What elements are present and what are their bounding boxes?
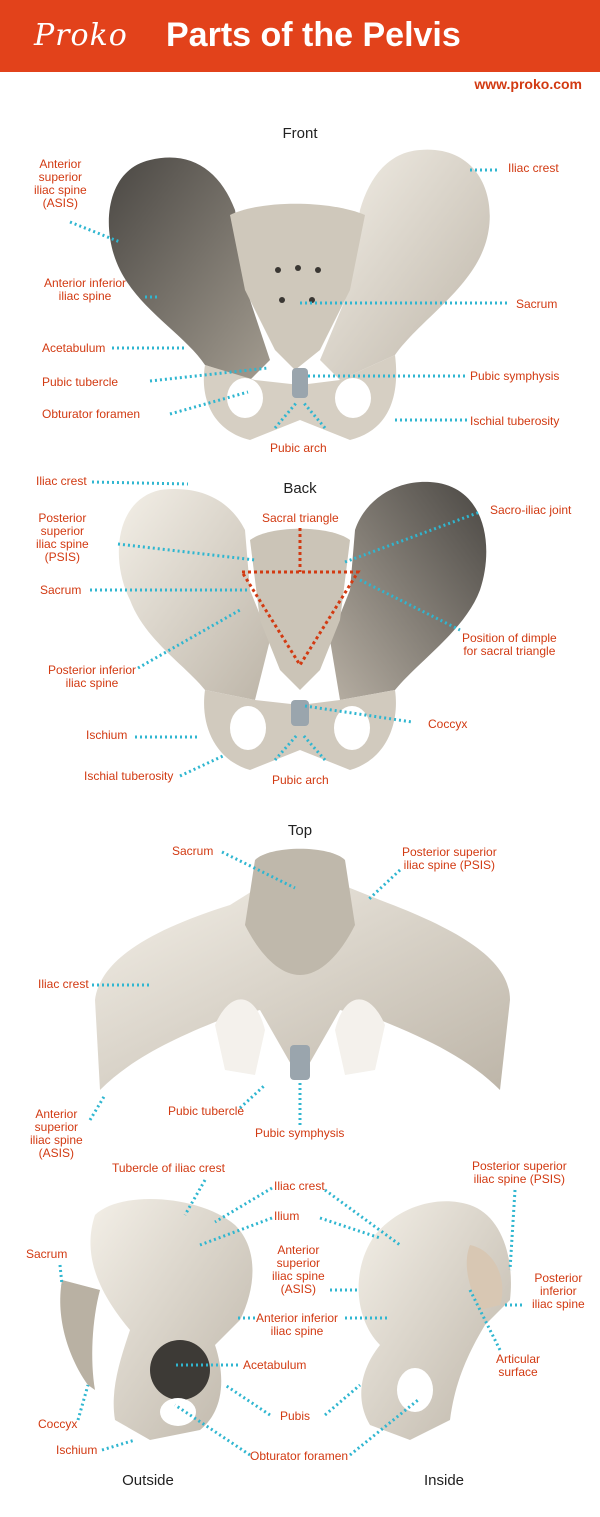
front-label-aiis: Anterior inferior iliac spine [44, 276, 127, 303]
back-label-sacro-iliac-joint: Sacro-iliac joint [490, 503, 572, 517]
top-label-pubic-tubercle: Pubic tubercle [168, 1104, 245, 1118]
side-label-tubercle-iliac-crest: Tubercle of iliac crest [112, 1161, 225, 1175]
back-label-pubic-arch: Pubic arch [272, 773, 329, 787]
back-pelvis-drawing [118, 481, 487, 770]
front-label-ischial-tuberosity: Ischial tuberosity [470, 414, 560, 428]
site-url[interactable]: www.proko.com [474, 76, 582, 92]
side-label-obturator-foramen: Obturator foramen [250, 1449, 349, 1463]
outside-hip-bone-drawing [60, 1198, 253, 1440]
side-label-aiis: Anterior inferior iliac spine [256, 1311, 339, 1338]
proko-logo: Proko [34, 18, 128, 53]
back-label-psis: Posterior superior iliac spine (PSIS) [36, 511, 89, 564]
side-label-acetabulum: Acetabulum [243, 1358, 307, 1372]
side-label-ilium: Ilium [274, 1209, 300, 1223]
back-label-ischium: Ischium [86, 728, 128, 742]
side-label-coccyx: Coccyx [38, 1417, 78, 1431]
back-label-sacrum: Sacrum [40, 583, 82, 597]
top-pelvis-drawing [95, 848, 510, 1090]
front-label-obturator-foramen: Obturator foramen [42, 407, 141, 421]
top-label-sacrum: Sacrum [172, 844, 214, 858]
front-label-asis: Anterior superior iliac spine (ASIS) [34, 157, 87, 210]
front-label-acetabulum: Acetabulum [42, 341, 106, 355]
side-label-sacrum: Sacrum [26, 1247, 68, 1261]
front-view-title: Front [282, 125, 318, 142]
back-label-piis: Posterior inferior iliac spine [48, 663, 137, 690]
side-label-piis: Posterior inferior iliac spine [532, 1271, 585, 1311]
leader-lines [58, 168, 525, 1457]
front-pelvis-drawing [108, 149, 490, 440]
side-label-iliac-crest: Iliac crest [274, 1179, 325, 1193]
side-label-pubis: Pubis [280, 1409, 311, 1423]
back-label-coccyx: Coccyx [428, 717, 468, 731]
back-label-dimple: Position of dimple for sacral triangle [462, 631, 557, 658]
inside-hip-bone-drawing [358, 1201, 511, 1440]
front-label-sacrum: Sacrum [516, 297, 558, 311]
back-label-ischial-tuberosity: Ischial tuberosity [84, 769, 174, 783]
outside-view-title: Outside [122, 1472, 174, 1489]
sacral-triangle-outline [239, 570, 361, 668]
back-view-title: Back [283, 480, 317, 497]
top-label-asis: Anterior superior iliac spine (ASIS) [30, 1107, 83, 1160]
top-label-pubic-symphysis: Pubic symphysis [255, 1126, 345, 1140]
top-label-psis: Posterior superior iliac spine (PSIS) [402, 845, 497, 872]
top-label-iliac-crest: Iliac crest [38, 977, 89, 991]
back-label-iliac-crest: Iliac crest [36, 474, 87, 488]
front-label-pubic-tubercle: Pubic tubercle [42, 375, 119, 389]
side-label-ischium: Ischium [56, 1443, 98, 1457]
side-label-articular-surface: Articular surface [496, 1352, 541, 1379]
front-label-iliac-crest: Iliac crest [508, 161, 559, 175]
back-label-sacral-triangle: Sacral triangle [262, 511, 339, 525]
side-label-asis: Anterior superior iliac spine (ASIS) [272, 1243, 325, 1296]
top-view-title: Top [287, 822, 313, 839]
header-bar: Proko Parts of the Pelvis [0, 0, 600, 72]
side-label-psis: Posterior superior iliac spine (PSIS) [472, 1159, 567, 1186]
front-label-pubic-symphysis: Pubic symphysis [470, 369, 560, 383]
front-label-pubic-arch: Pubic arch [270, 441, 327, 455]
page-title: Parts of the Pelvis [166, 16, 461, 54]
inside-view-title: Inside [423, 1472, 465, 1489]
